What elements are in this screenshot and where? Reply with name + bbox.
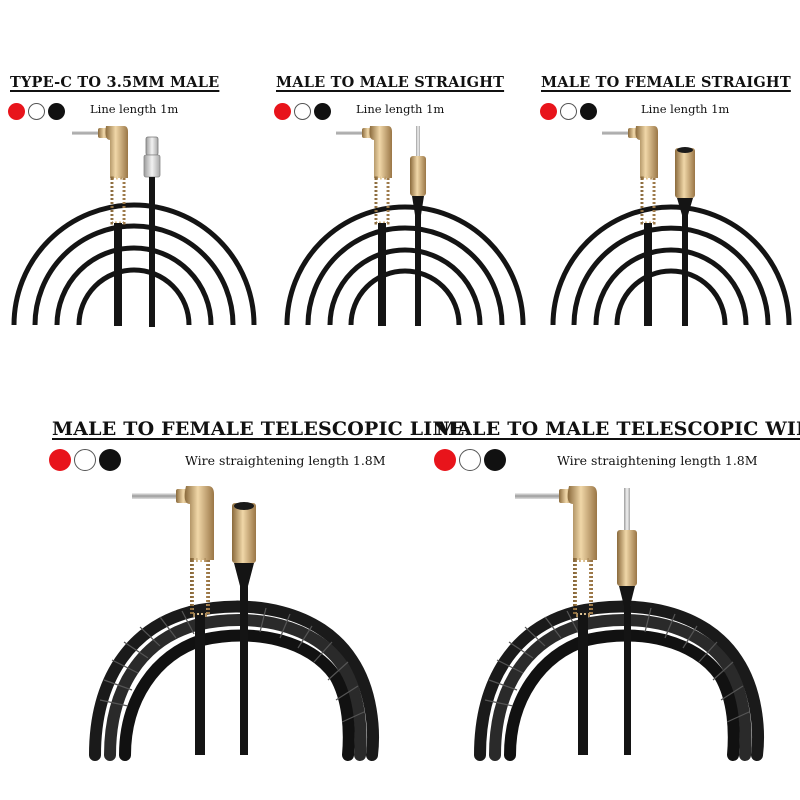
- color-swatch-white[interactable]: [28, 103, 45, 120]
- panel-2-title: MALE TO MALE STRAIGHT: [276, 74, 505, 91]
- panel-4-length: Wire straightening length 1.8M: [185, 453, 386, 468]
- color-swatch-white[interactable]: [294, 103, 311, 120]
- panel-1-length: Line length 1m: [90, 102, 179, 116]
- color-swatch-black[interactable]: [314, 103, 331, 120]
- panel-5-coiled-cable: [474, 600, 764, 761]
- panel-1-angled-plug: [72, 126, 128, 326]
- panel-5-length: Wire straightening length 1.8M: [557, 453, 758, 468]
- color-swatch-red[interactable]: [274, 103, 291, 120]
- panel-4-color-options: [49, 449, 121, 471]
- panel-2-straight-plug: [410, 126, 426, 326]
- panel-4-coil-ridges: [99, 607, 365, 723]
- color-swatch-white[interactable]: [560, 103, 577, 120]
- panel-3-length: Line length 1m: [641, 102, 730, 116]
- color-swatch-red[interactable]: [434, 449, 456, 471]
- panel-2-length: Line length 1m: [356, 102, 445, 116]
- color-swatch-red[interactable]: [8, 103, 25, 120]
- panel-1-title: TYPE-C TO 3.5MM MALE: [10, 74, 220, 91]
- panel-4-coiled-cable: [89, 600, 379, 761]
- panel-3-cable-loops: [550, 204, 792, 326]
- panel-2-color-options: [274, 103, 331, 120]
- color-swatch-red[interactable]: [49, 449, 71, 471]
- panel-5-title: MALE TO MALE TELESCOPIC WIRE: [436, 418, 800, 440]
- color-swatch-white[interactable]: [459, 449, 481, 471]
- panel-5-coil-ridges: [484, 607, 750, 723]
- panel-5-angled-plug: [515, 486, 597, 755]
- panel-5-color-options: [434, 449, 506, 471]
- panel-3-angled-plug: [602, 126, 658, 326]
- panel-4-female-socket: [232, 502, 256, 755]
- panel-2-angled-plug: [336, 126, 392, 326]
- panel-1-cable-loops: [11, 202, 257, 326]
- panel-1-color-options: [8, 103, 65, 120]
- color-swatch-black[interactable]: [99, 449, 121, 471]
- color-swatch-white[interactable]: [74, 449, 96, 471]
- panel-3-color-options: [540, 103, 597, 120]
- panel-2-cable-loops: [284, 204, 526, 326]
- panel-3-female-socket: [675, 147, 695, 326]
- panel-4-title: MALE TO FEMALE TELESCOPIC LINE: [52, 418, 465, 440]
- panel-1-type-c-plug: [143, 136, 161, 327]
- color-swatch-red[interactable]: [540, 103, 557, 120]
- panel-3-title: MALE TO FEMALE STRAIGHT: [541, 74, 791, 91]
- panel-5-straight-plug: [617, 488, 637, 755]
- color-swatch-black[interactable]: [48, 103, 65, 120]
- color-swatch-black[interactable]: [580, 103, 597, 120]
- panel-4-angled-plug: [132, 486, 214, 755]
- color-swatch-black[interactable]: [484, 449, 506, 471]
